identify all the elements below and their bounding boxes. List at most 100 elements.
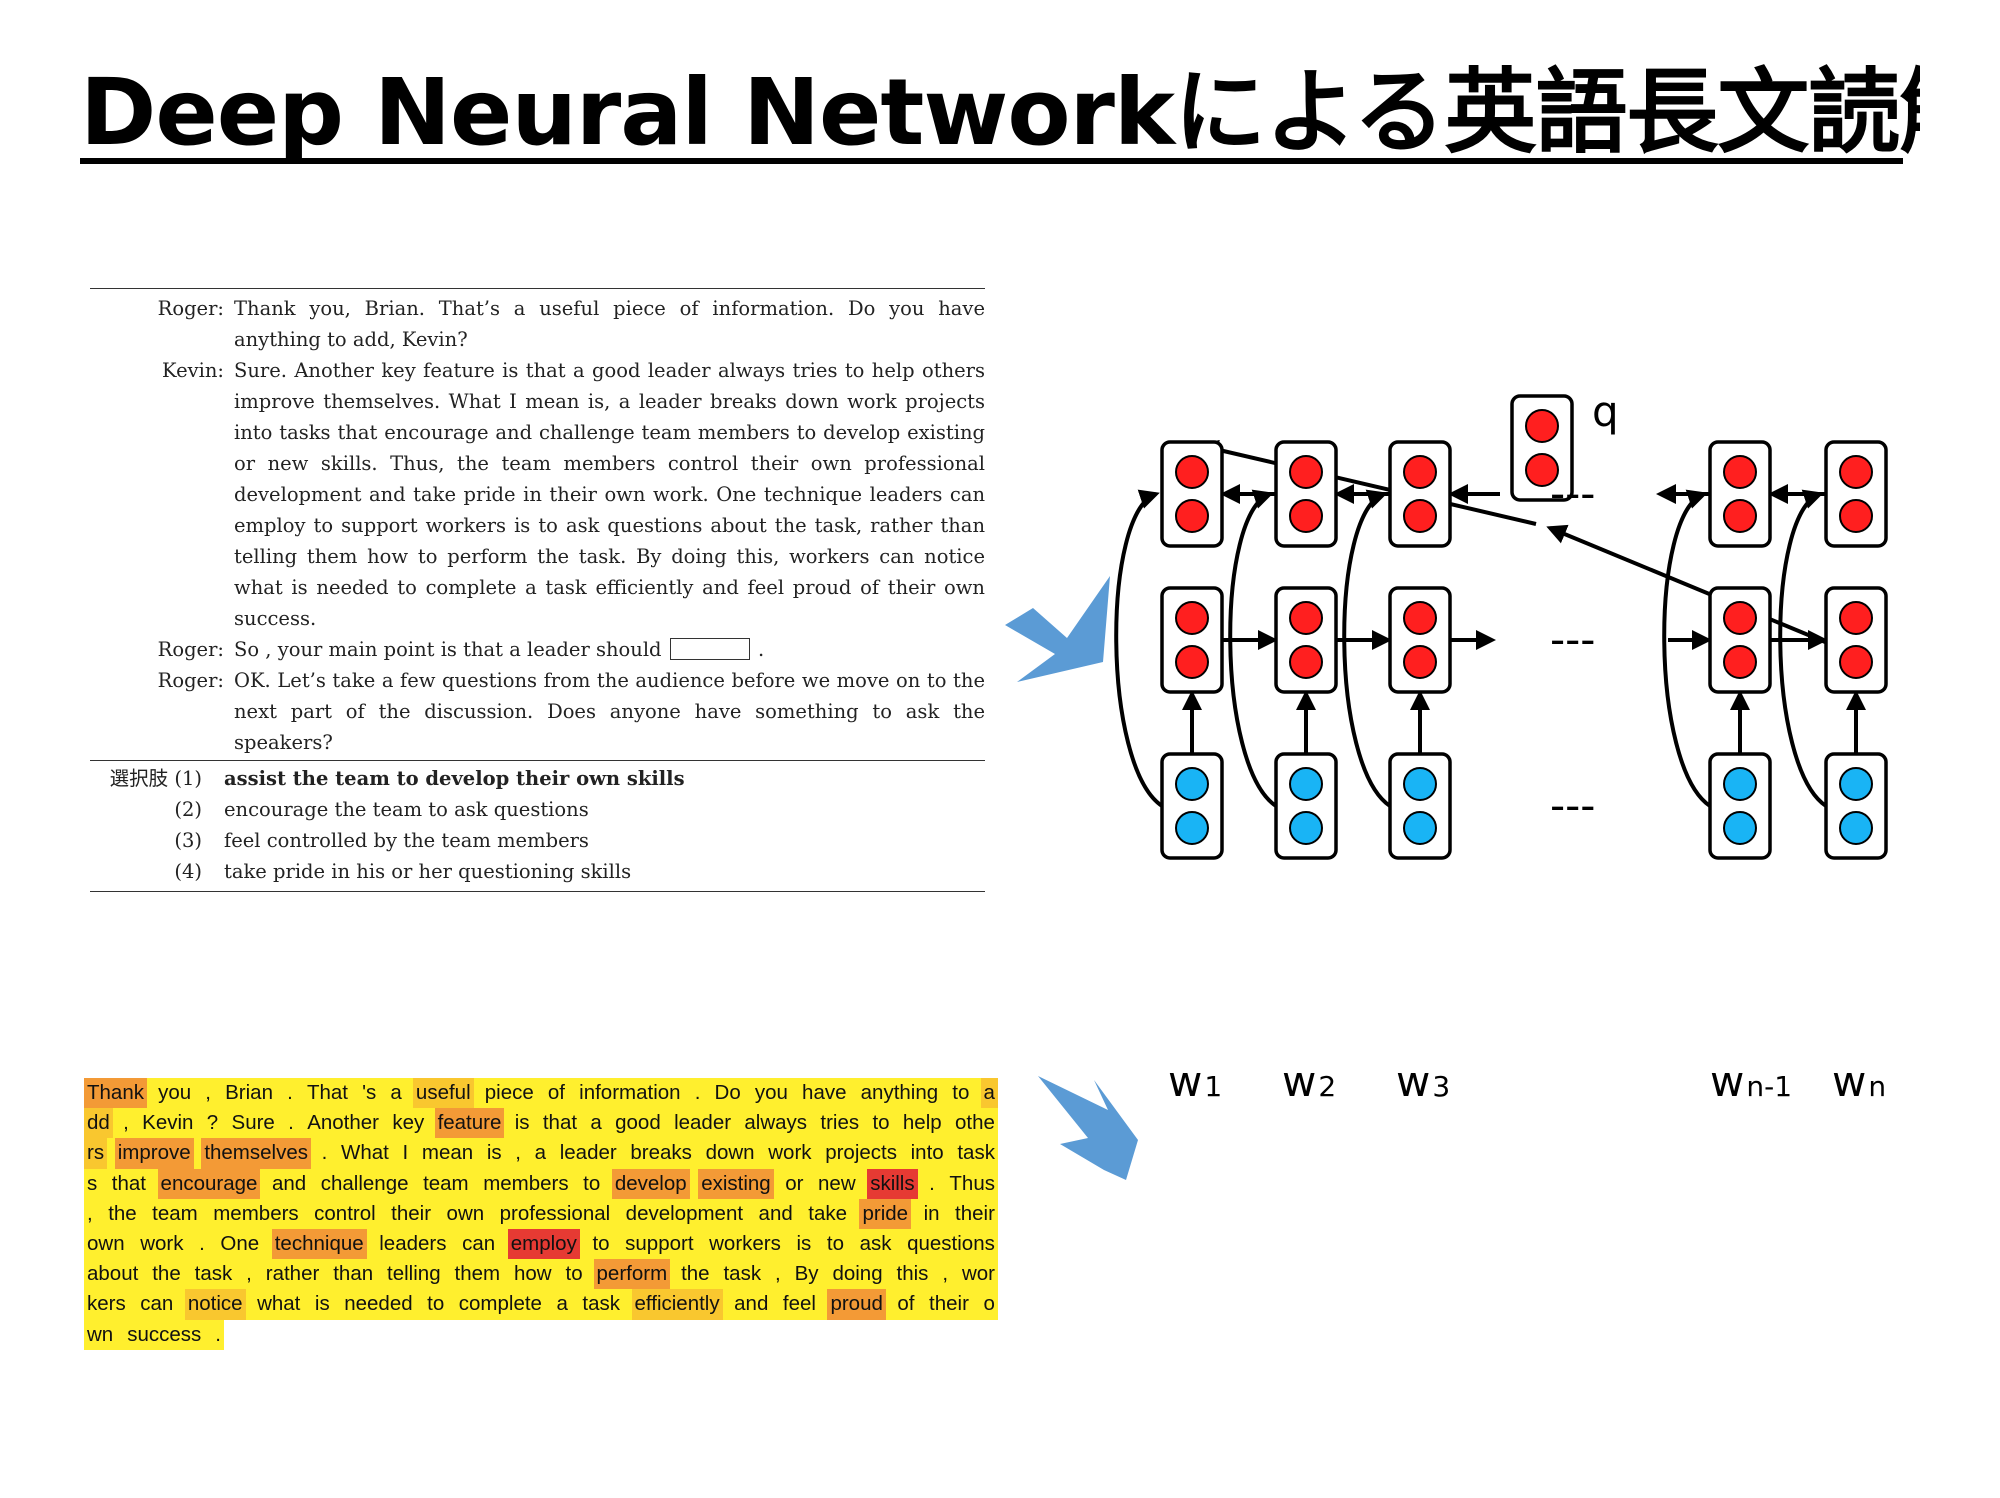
attention-token: Thank (84, 1078, 147, 1109)
attention-token: leaders (376, 1228, 450, 1260)
attention-token: piece (481, 1078, 537, 1109)
attention-token: what (254, 1289, 304, 1320)
hidden-unit (1403, 499, 1437, 533)
attention-token: of (894, 1289, 918, 1320)
choice-item: (2) encourage the team to ask questions (90, 794, 985, 825)
attention-token: support (622, 1228, 697, 1260)
attention-token: task (579, 1289, 624, 1320)
attention-token: team (149, 1198, 201, 1229)
attention-token: or (782, 1168, 807, 1199)
attention-token: to (580, 1168, 604, 1199)
hidden-unit (1175, 645, 1209, 679)
attention-token: , (512, 1138, 524, 1169)
speaker-utterance: So , your main point is that a leader sh… (234, 634, 985, 665)
query-to-first-arrow (1198, 439, 1537, 526)
attention-token: to (424, 1289, 448, 1320)
attention-token: can (137, 1289, 177, 1320)
hidden-unit (1723, 499, 1757, 533)
attention-token: . (284, 1078, 296, 1109)
hidden-unit (1289, 455, 1323, 489)
choice-text: take pride in his or her questioning ski… (224, 860, 632, 883)
choice-text: encourage the team to ask questions (224, 798, 589, 821)
attention-token: development (622, 1198, 747, 1229)
attention-token: have (799, 1078, 850, 1109)
attention-token: to (823, 1228, 847, 1260)
attention-token: questions (904, 1228, 998, 1260)
attention-token: rs (84, 1138, 108, 1169)
hidden-unit (1723, 645, 1757, 679)
attention-token: s (84, 1168, 101, 1199)
attention-token: o (980, 1289, 998, 1320)
attention-token: I (399, 1138, 412, 1169)
attention-token: team (420, 1168, 472, 1199)
attention-token: own (443, 1198, 488, 1229)
hidden-unit (1289, 645, 1323, 679)
attention-token: Another (304, 1108, 382, 1139)
attention-token: , (939, 1259, 952, 1290)
choice-number: (4) (174, 860, 202, 883)
attention-token: What (338, 1138, 392, 1169)
attention-token: efficiently (631, 1289, 723, 1320)
attention-token: the (678, 1259, 713, 1290)
speaker-name: Kevin: (162, 359, 224, 382)
attention-token: complete (455, 1289, 545, 1320)
middle-rule (90, 760, 985, 761)
attention-token: you (751, 1078, 791, 1109)
attention-token: how (510, 1259, 555, 1290)
hidden-unit (1525, 453, 1559, 487)
attention-token: to (589, 1228, 613, 1260)
attention-token: technique (271, 1228, 367, 1260)
choices-list: 選択肢 (1) assist the team to develop their… (90, 761, 985, 891)
attention-token: to (562, 1259, 586, 1290)
attention-token: task (954, 1138, 998, 1169)
attention-token: the (149, 1259, 184, 1290)
attention-token: that (108, 1168, 149, 1199)
dialogue-line: Roger: OK. Let’s take a few questions fr… (90, 665, 985, 758)
choice-number: (2) (174, 798, 202, 821)
attention-token: information (576, 1078, 684, 1109)
speaker-utterance: Sure. Another key feature is that a good… (234, 359, 985, 630)
slide-title: Deep Neural Networkによる英語長文読解 (80, 59, 1920, 166)
attention-token: One (217, 1228, 263, 1260)
attention-token: their (952, 1198, 998, 1229)
attention-token: can (459, 1228, 499, 1260)
attention-token: own (84, 1228, 128, 1260)
attention-token: and (268, 1168, 310, 1199)
attention-token: help (899, 1108, 945, 1139)
choice-number: 選択肢 (1) (109, 767, 202, 790)
attention-token: dd (84, 1108, 113, 1139)
attention-token: control (311, 1198, 379, 1229)
attention-token: themselves (201, 1138, 311, 1169)
attention-token: . (318, 1138, 331, 1169)
attention-token: down (702, 1138, 758, 1169)
dialogue-line: Kevin: Sure. Another key feature is that… (90, 355, 985, 634)
attention-token: take (805, 1198, 850, 1229)
attention-token: is (511, 1108, 533, 1139)
attention-token: a (553, 1289, 571, 1320)
choice-number: (3) (174, 829, 202, 852)
hidden-unit (1403, 455, 1437, 489)
choice-text-correct: assist the team to develop their own ski… (224, 767, 685, 790)
attention-token: good (612, 1108, 664, 1139)
attention-token: breaks (627, 1138, 695, 1169)
attention-token: always (741, 1108, 811, 1139)
input-unit (1839, 811, 1873, 845)
hidden-unit (1839, 455, 1873, 489)
hidden-unit (1403, 645, 1437, 679)
attention-token: , (771, 1259, 784, 1290)
bottom-rule (90, 891, 985, 892)
hidden-unit (1289, 499, 1323, 533)
arrow-to-attention-icon (1038, 1076, 1138, 1180)
question-panel: Roger: Thank you, Brian. That’s a useful… (90, 288, 985, 892)
attention-token: doing (829, 1259, 886, 1290)
attention-token: needed (341, 1289, 416, 1320)
attention-token: , (84, 1198, 96, 1229)
attention-token: , (120, 1108, 132, 1139)
hidden-unit (1723, 455, 1757, 489)
attention-token: Thus (946, 1168, 998, 1199)
attention-token: wn (84, 1319, 117, 1350)
